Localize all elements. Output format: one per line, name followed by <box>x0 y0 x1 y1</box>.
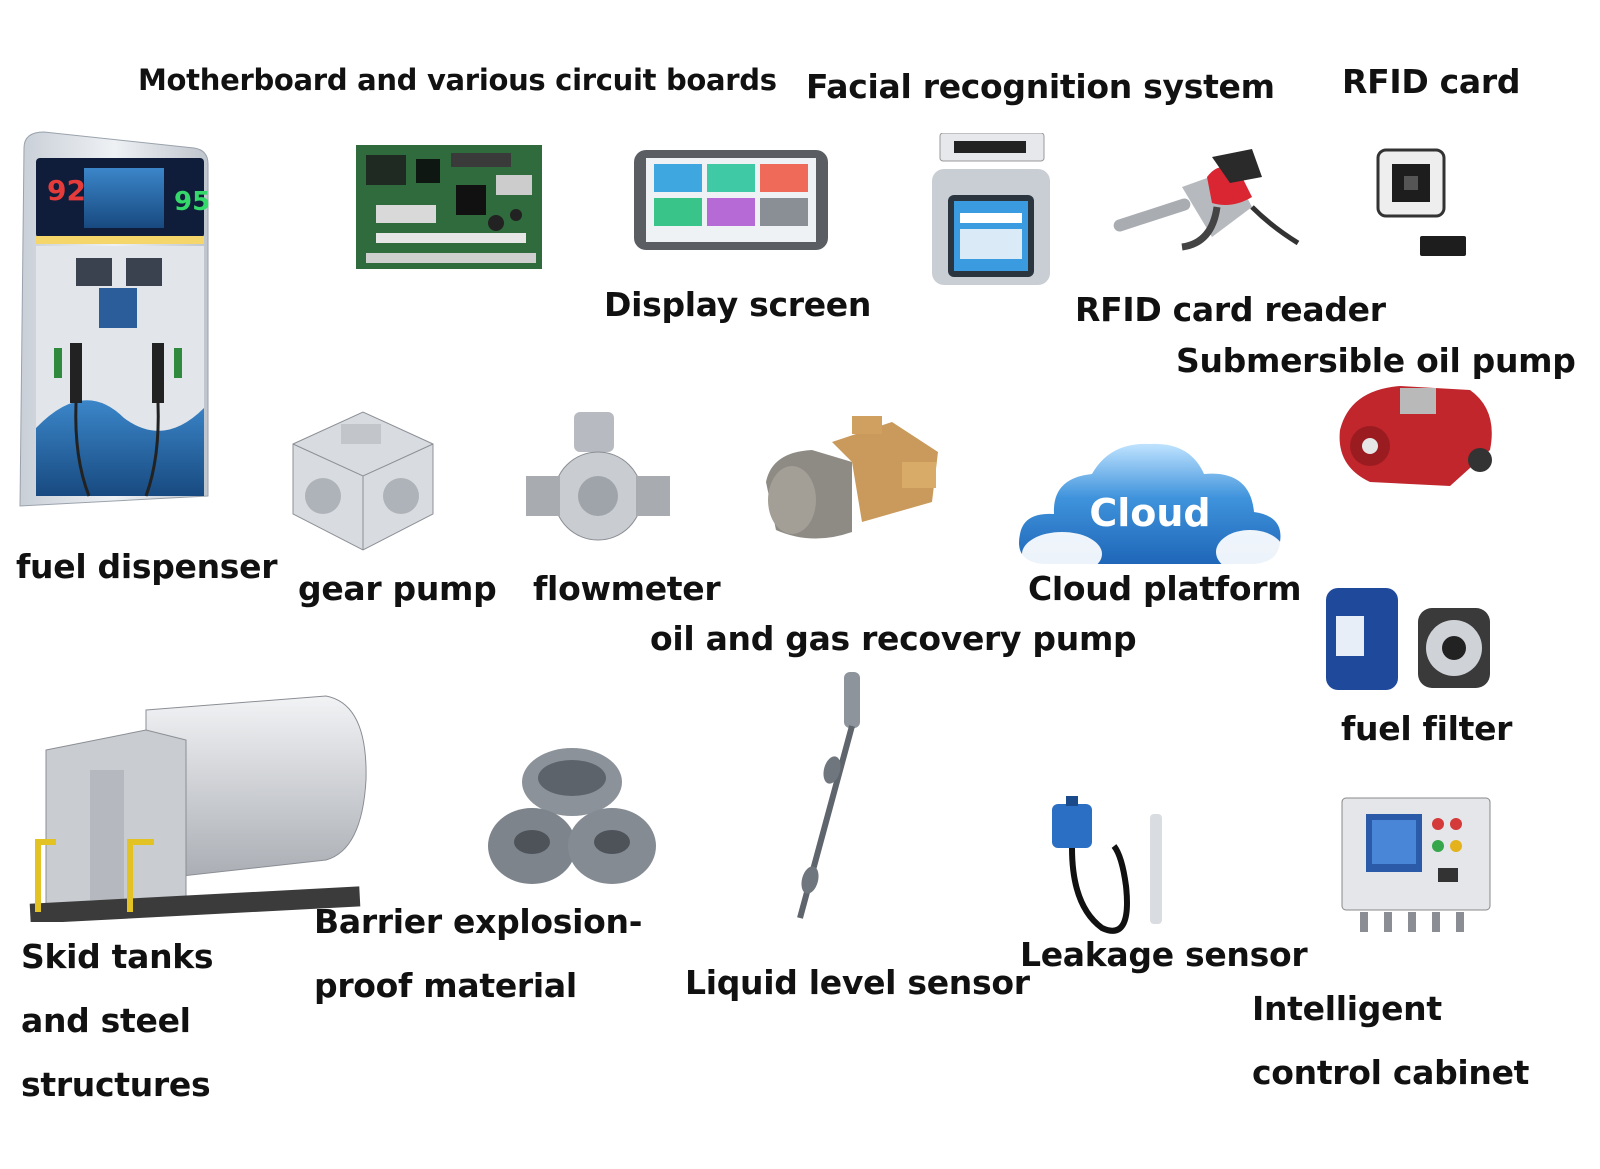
barrier-material-image <box>488 742 656 890</box>
cloud-text: Cloud <box>1089 491 1210 535</box>
label-submersible-oil-pump: Submersible oil pump <box>1176 341 1576 380</box>
label-fuel-dispenser: fuel dispenser <box>16 547 278 586</box>
gear-pump-image <box>283 404 441 554</box>
label-rfid-card: RFID card <box>1342 62 1521 101</box>
oil-gas-recovery-pump-image <box>762 412 942 550</box>
label-oil-gas-recovery-pump: oil and gas recovery pump <box>650 619 1137 658</box>
label-barrier-material: Barrier explosion-proof material <box>314 902 643 1005</box>
flowmeter-image <box>524 410 672 552</box>
rfid-card-image <box>1376 148 1470 260</box>
label-leakage-sensor: Leakage sensor <box>1020 935 1308 974</box>
label-fuel-filter: fuel filter <box>1341 709 1513 748</box>
label-facial-recognition: Facial recognition system <box>806 67 1275 106</box>
label-liquid-level-sensor: Liquid level sensor <box>685 963 1030 1002</box>
rfid-card-reader-image <box>1112 147 1304 259</box>
circuit-board-image <box>356 145 542 269</box>
facial-recognition-image <box>932 133 1050 285</box>
cloud-platform-image: Cloud <box>1014 434 1286 576</box>
liquid-level-sensor-image <box>786 670 870 922</box>
leakage-sensor-image <box>1048 796 1168 942</box>
label-motherboard: Motherboard and various circuit boards <box>138 63 777 97</box>
fuel-filter-image <box>1322 586 1494 692</box>
label-display-screen: Display screen <box>604 285 872 324</box>
fuel-dispenser-image: 92 95 <box>14 128 214 513</box>
label-flowmeter: flowmeter <box>533 569 721 608</box>
dispenser-grade-left: 92 <box>47 174 86 207</box>
control-cabinet-image <box>1340 796 1492 934</box>
skid-tank-image <box>26 690 368 922</box>
dispenser-grade-right: 95 <box>174 187 210 217</box>
label-gear-pump: gear pump <box>298 569 497 608</box>
display-screen-image <box>632 148 830 256</box>
label-intelligent-control-cabinet: Intelligent control cabinet <box>1252 989 1530 1092</box>
label-rfid-card-reader: RFID card reader <box>1075 290 1386 329</box>
label-cloud-platform: Cloud platform <box>1028 569 1302 608</box>
label-skid-tanks: Skid tanks and steel structures <box>21 937 214 1104</box>
submersible-oil-pump-image <box>1330 370 1502 494</box>
